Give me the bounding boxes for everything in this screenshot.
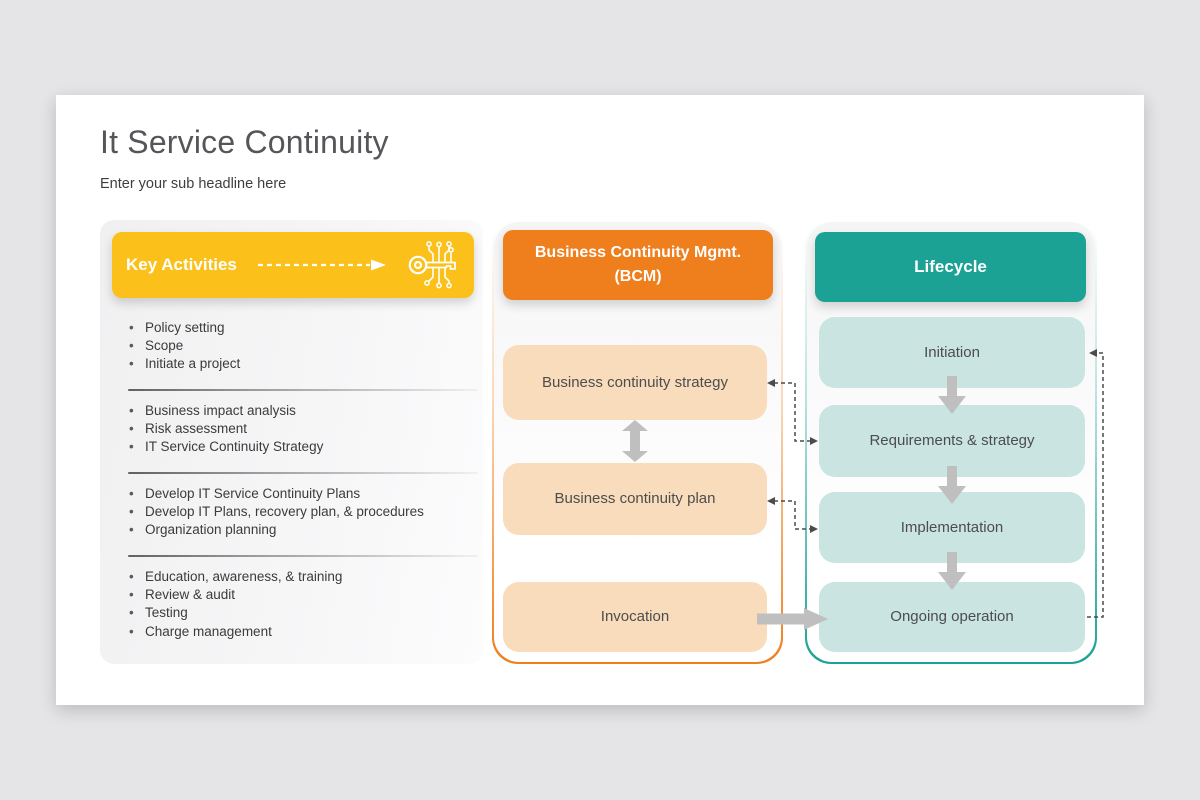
bcm-box-plan: Business continuity plan	[502, 462, 768, 535]
key-activities-header: Key Activities	[112, 232, 474, 298]
activity-group-1: Policy setting Scope Initiate a project	[126, 319, 471, 374]
list-item: Scope	[126, 337, 471, 355]
group-divider	[128, 472, 478, 474]
down-arrow-icon	[938, 376, 966, 414]
list-item: Develop IT Plans, recovery plan, & proce…	[126, 503, 471, 521]
key-activities-header-label: Key Activities	[126, 255, 237, 274]
list-item: Policy setting	[126, 319, 471, 337]
plan-implementation-dashed-connector	[767, 497, 818, 533]
key-activities-panel: Key Activities	[100, 220, 483, 664]
activity-group-4: Education, awareness, & training Review …	[126, 568, 471, 641]
bcm-header: Business Continuity Mgmt. (BCM)	[502, 229, 774, 300]
down-arrow-icon	[938, 466, 966, 504]
list-item: Business impact analysis	[126, 402, 471, 420]
list-item: Risk assessment	[126, 420, 471, 438]
list-item: Charge management	[126, 623, 471, 641]
down-arrow-icon	[938, 552, 966, 590]
bcm-box-invocation: Invocation	[502, 581, 768, 652]
lifecycle-panel-inner: Lifecycle Initiation Requirements & stra…	[806, 221, 1096, 663]
list-item: Education, awareness, & training	[126, 568, 471, 586]
activity-group-2: Business impact analysis Risk assessment…	[126, 402, 471, 457]
dashed-right-arrow-icon	[258, 259, 386, 271]
page-subtitle: Enter your sub headline here	[100, 176, 287, 192]
list-item: Review & audit	[126, 586, 471, 604]
list-item: Testing	[126, 604, 471, 622]
group-divider	[128, 555, 478, 557]
lifecycle-box-ongoing: Ongoing operation	[818, 581, 1086, 652]
invocation-to-ongoing-arrow-icon	[757, 608, 828, 630]
list-item: Initiate a project	[126, 355, 471, 373]
lifecycle-panel: Lifecycle Initiation Requirements & stra…	[805, 220, 1097, 664]
strategy-requirements-dashed-connector	[767, 379, 818, 445]
activity-group-3: Develop IT Service Continuity Plans Deve…	[126, 485, 471, 540]
ongoing-initiation-dashed-loop	[1087, 349, 1104, 618]
group-divider	[128, 389, 478, 391]
page-title: It Service Continuity	[100, 124, 389, 160]
lifecycle-box-initiation: Initiation	[818, 316, 1086, 388]
lifecycle-box-requirements: Requirements & strategy	[818, 404, 1086, 477]
lifecycle-header: Lifecycle	[814, 231, 1087, 302]
list-item: Organization planning	[126, 521, 471, 539]
bcm-box-strategy: Business continuity strategy	[502, 344, 768, 420]
list-item: Develop IT Service Continuity Plans	[126, 485, 471, 503]
double-vertical-arrow-icon	[622, 420, 648, 462]
circuit-key-icon	[408, 241, 456, 289]
list-item: IT Service Continuity Strategy	[126, 438, 471, 456]
